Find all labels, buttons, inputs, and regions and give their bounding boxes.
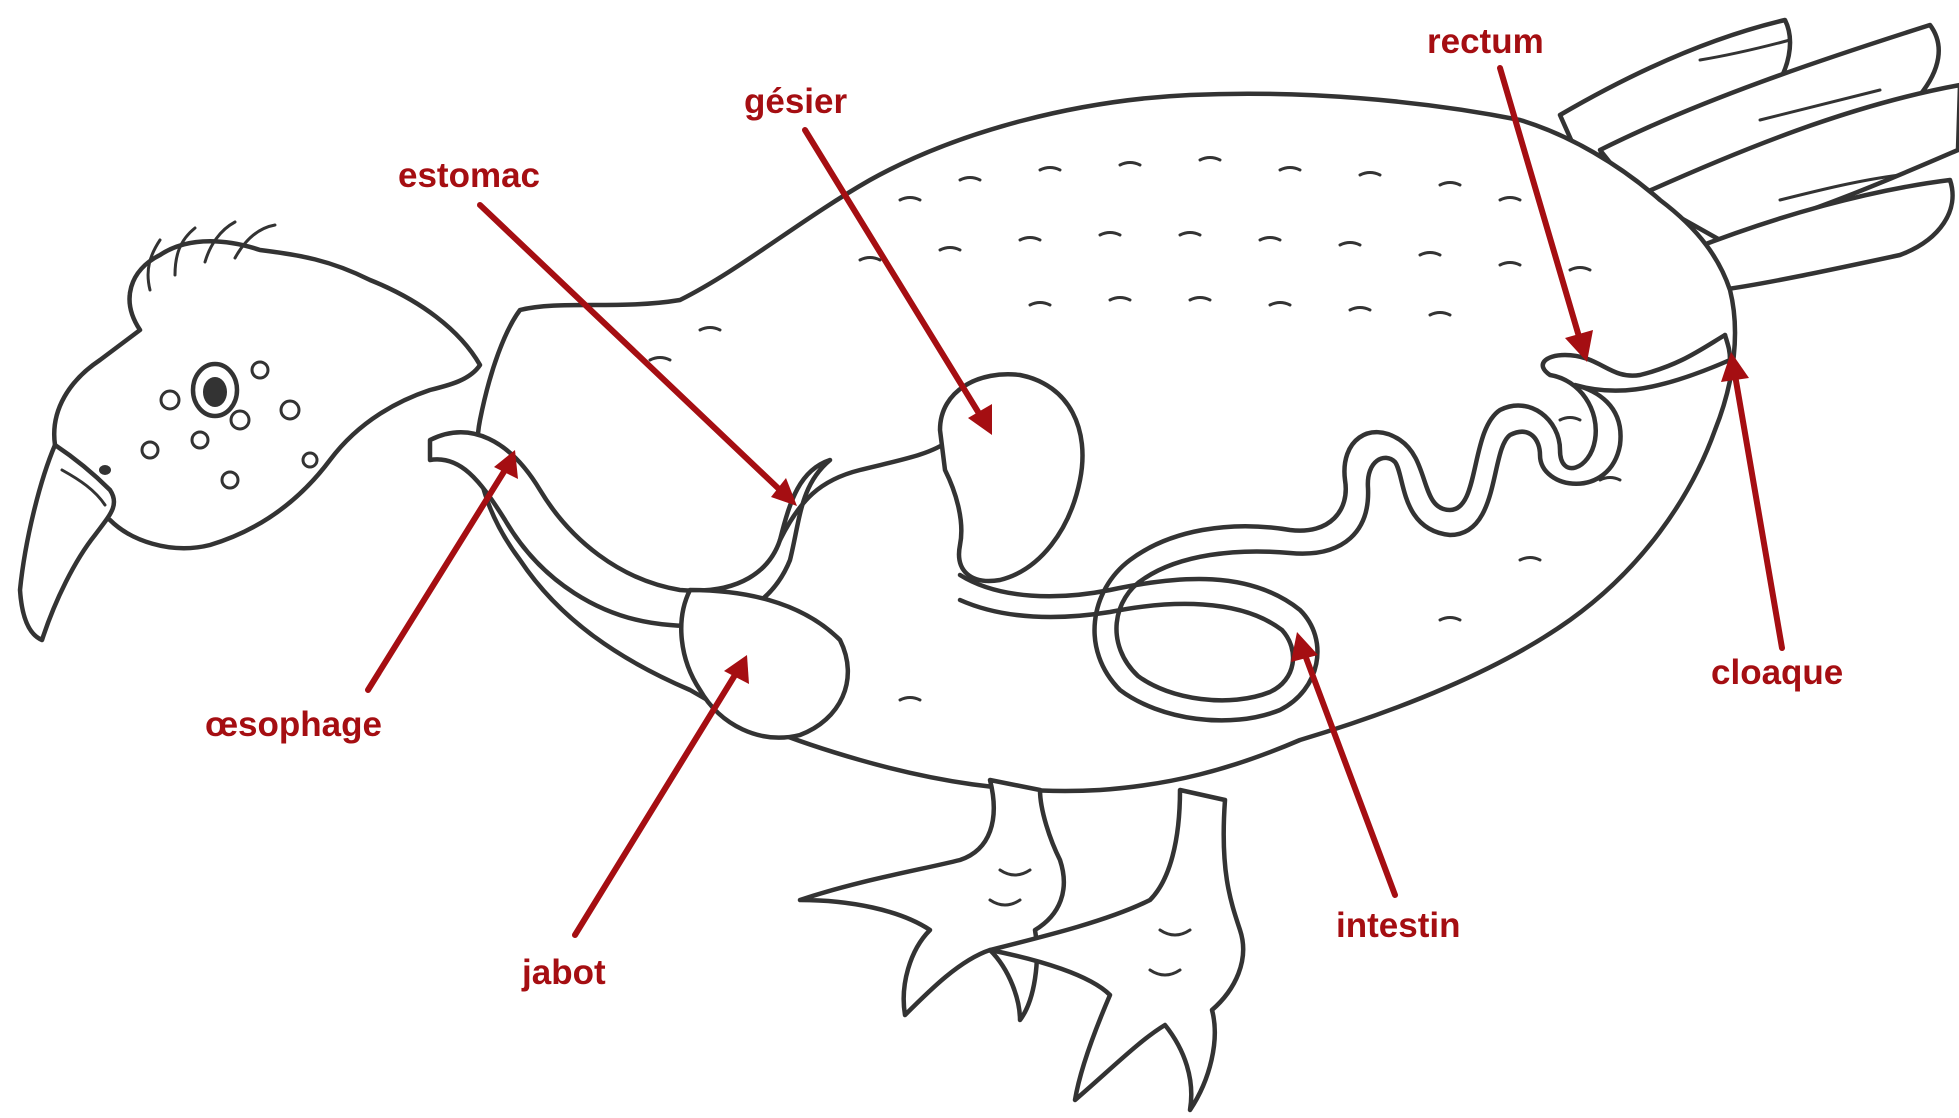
label-oesophage: œsophage xyxy=(205,707,382,742)
legs-and-feet xyxy=(800,780,1243,1110)
label-intestin: intestin xyxy=(1336,908,1460,943)
label-cloaque: cloaque xyxy=(1711,655,1843,690)
bird-illustration xyxy=(20,20,1959,1110)
label-jabot: jabot xyxy=(522,955,606,990)
arrow-cloaque xyxy=(1721,352,1782,648)
arrow-jabot xyxy=(575,655,749,935)
body-outline xyxy=(477,94,1735,791)
arrow-oesophage xyxy=(368,450,518,690)
head xyxy=(20,222,480,640)
label-gesier: gésier xyxy=(744,84,847,119)
label-estomac: estomac xyxy=(398,158,540,193)
label-rectum: rectum xyxy=(1427,24,1544,59)
